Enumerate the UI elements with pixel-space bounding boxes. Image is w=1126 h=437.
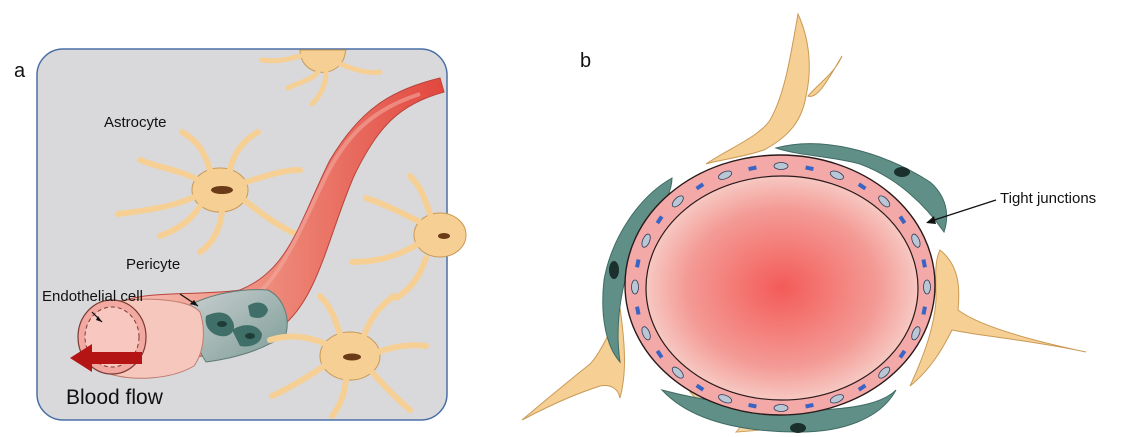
endothelial-nucleus bbox=[632, 280, 639, 294]
astrocyte-endfoot-top-icon bbox=[706, 14, 842, 164]
astrocyte-label: Astrocyte bbox=[104, 114, 167, 131]
panel-b-letter: b bbox=[580, 50, 591, 73]
astrocyte-endfoot-right-icon bbox=[910, 250, 1086, 386]
tight-junctions-label: Tight junctions bbox=[1000, 190, 1096, 207]
endothelial-cell-label: Endothelial cell bbox=[42, 288, 143, 305]
endothelial-nucleus bbox=[924, 280, 931, 294]
endothelial-ring bbox=[625, 155, 935, 415]
endothelial-nucleus bbox=[774, 163, 788, 170]
vessel-cross-section bbox=[78, 299, 203, 378]
panel-a-letter: a bbox=[14, 60, 25, 83]
panel-b bbox=[522, 14, 1086, 433]
blood-flow-label: Blood flow bbox=[66, 386, 163, 410]
pericyte-label: Pericyte bbox=[126, 256, 180, 273]
endothelial-nucleus bbox=[774, 405, 788, 412]
panel-a bbox=[37, 49, 466, 420]
